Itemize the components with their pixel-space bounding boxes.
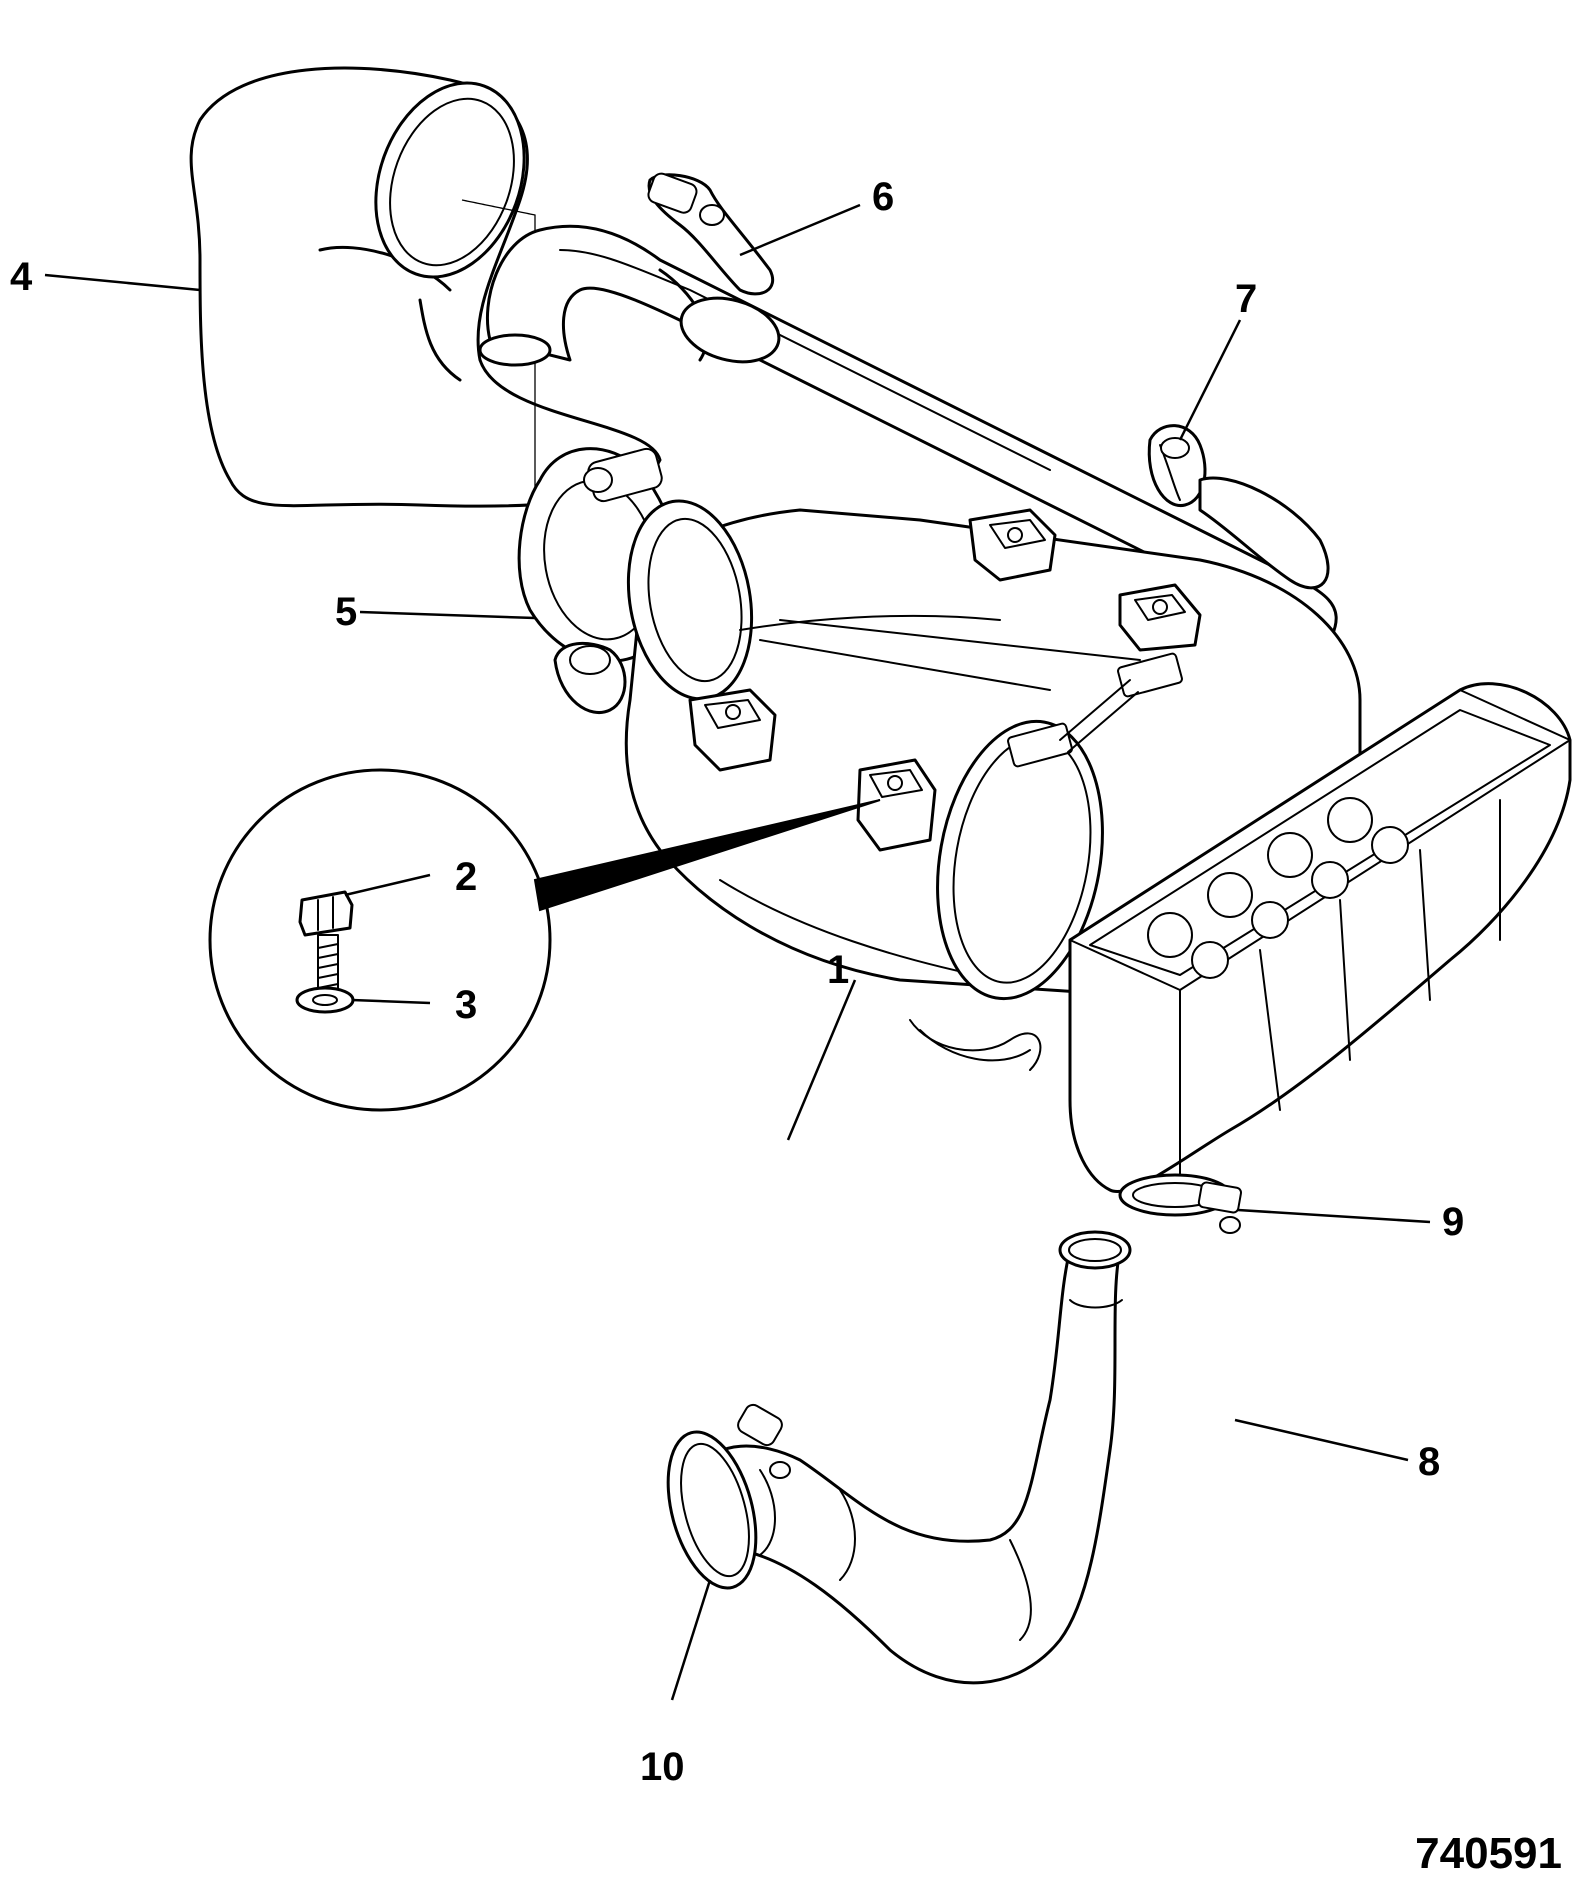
detail-inset <box>208 768 881 1112</box>
leader-lines <box>44 203 1431 1701</box>
outlet-tray <box>1068 682 1572 1193</box>
intake-hose-part-4 <box>189 66 662 520</box>
hose-clamp-part-7 <box>1147 424 1330 590</box>
bolt-part-2 <box>298 890 354 996</box>
hose-clamp-part-9 <box>1118 1173 1242 1234</box>
callout-7: 7 <box>1235 277 1257 321</box>
callout-10: 10 <box>640 1745 685 1789</box>
callout-9: 9 <box>1442 1200 1464 1244</box>
callout-6: 6 <box>872 175 894 219</box>
callout-3: 3 <box>455 983 477 1027</box>
callout-1: 1 <box>827 948 849 992</box>
callout-8: 8 <box>1418 1440 1440 1484</box>
figure-number: 740591 <box>1415 1829 1562 1878</box>
callout-2: 2 <box>455 855 477 899</box>
lower-hose-part-8 <box>695 1230 1132 1685</box>
callout-5: 5 <box>335 590 357 634</box>
hose-clamp-part-10 <box>666 1403 791 1590</box>
hose-clamp-part-6 <box>647 172 781 364</box>
callout-4: 4 <box>10 255 33 299</box>
washer-part-3 <box>295 986 355 1014</box>
